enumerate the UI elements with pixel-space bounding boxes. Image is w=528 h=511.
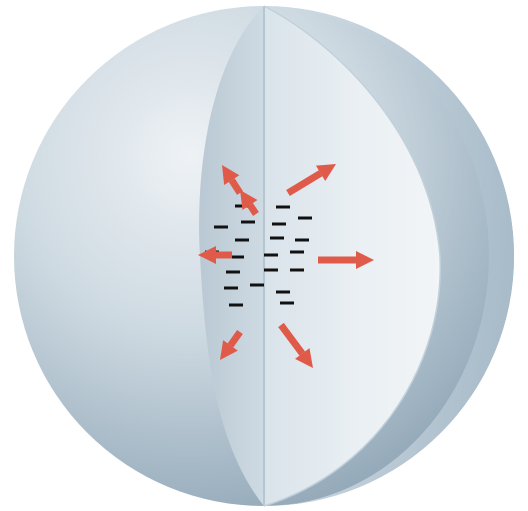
negative-charge [298, 217, 312, 220]
negative-charge [235, 239, 249, 242]
negative-charge [295, 239, 309, 242]
negative-charge [290, 269, 304, 272]
negative-charge [229, 304, 243, 307]
negative-charge [280, 302, 294, 305]
negative-charge [290, 251, 304, 254]
negative-charge [270, 237, 284, 240]
negative-charge [264, 254, 278, 257]
negative-charge [272, 223, 286, 226]
negative-charge [241, 221, 255, 224]
negative-charge [214, 226, 228, 229]
negative-charge [226, 271, 240, 274]
negative-charge [276, 291, 290, 294]
negative-charge [264, 269, 278, 272]
negative-charge [276, 206, 290, 209]
negative-charge [250, 284, 264, 287]
negative-charge [224, 287, 238, 290]
negative-charge [230, 256, 244, 259]
